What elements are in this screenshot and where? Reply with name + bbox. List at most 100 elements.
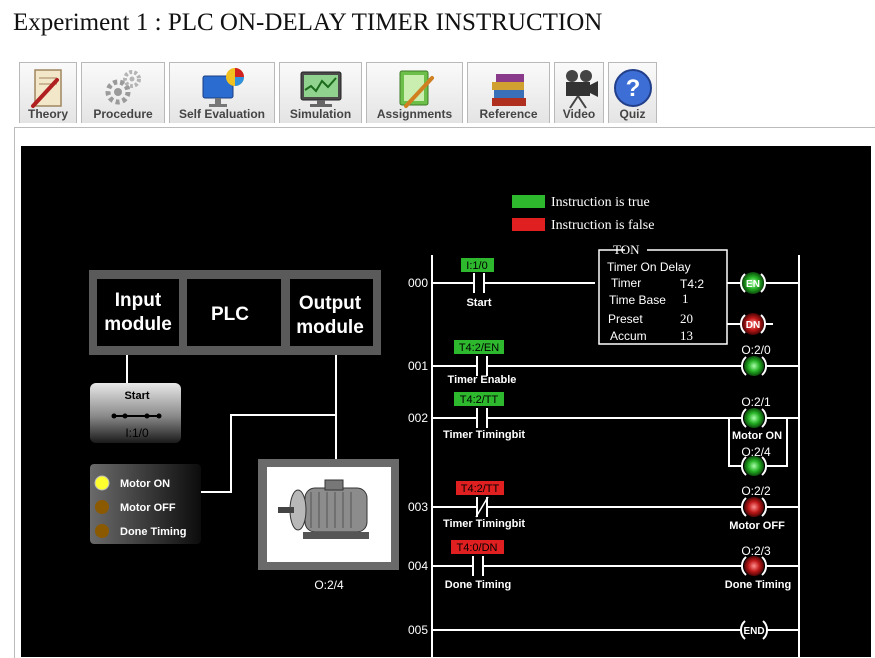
rung-number: 005 [408,623,428,637]
rung-003: 003 T4:2/TT Timer Timingbit O:2/2 Motor … [408,481,799,532]
tab-label: Reference [479,107,538,121]
start-switch-panel[interactable]: Start I:1/0 [90,383,181,443]
tab-label: Theory [27,107,68,121]
plc-label: PLC [211,304,249,325]
motor-panel [258,459,399,570]
legend-false-swatch [512,218,545,231]
ton-en-output: EN [739,272,767,294]
tab-label: Assignments [376,107,453,121]
ton-preset-value: 20 [680,311,693,326]
tab-label: Procedure [93,107,153,121]
rung-000: 000 I:1/0 Start [408,258,595,309]
en-label: EN [746,279,760,290]
rung-number: 000 [408,276,428,290]
output-coil-off [740,556,768,576]
contact-label: Start [466,297,491,309]
done-timing-lamp [95,524,109,538]
contact-tag-box [461,258,494,272]
ton-accum-value: 13 [680,328,693,343]
dn-label: DN [746,320,760,331]
rung-002: 002 T4:2/TT Timer Timingbit O:2/1 Motor … [408,392,799,476]
contact-tag: T4:2/TT [460,394,499,406]
rung-005: 005 END [408,620,799,640]
tab-quiz[interactable]: ? Quiz [608,62,657,123]
tab-reference[interactable]: Reference [467,62,550,123]
tab-label: Quiz [619,107,646,121]
notebook-pen-icon [399,70,434,108]
ton-preset-label: Preset [608,312,643,326]
indicator-label: Done Timing [120,526,186,538]
tab-simulation[interactable]: Simulation [279,62,362,123]
coil-tag: O:2/0 [741,343,771,357]
ton-timebase-value: 1 [682,291,689,306]
motor-icon [278,479,369,539]
end-label: END [743,626,764,637]
contact-tag: T4:0/DN [457,542,498,554]
contact-tag: T4:2/EN [459,342,499,354]
motor-address: O:2/4 [314,578,344,592]
monitor-chart-icon [202,68,244,107]
coil-label: Done Timing [725,579,791,591]
coil-tag: O:2/3 [741,544,771,558]
indicator-label: Motor OFF [120,502,176,514]
coil-tag: O:2/2 [741,484,771,498]
coil-tag: O:2/1 [741,395,771,409]
contact-label: Timer Timingbit [443,518,525,530]
video-camera-icon [566,70,598,109]
motor-off-lamp [95,500,109,514]
ton-timer-value: T4:2 [680,277,704,291]
rung-number: 002 [408,411,428,425]
contact-label: Done Timing [445,579,511,591]
ton-timer-label: Timer [611,276,641,290]
indicator-label: Motor ON [120,478,170,490]
svg-text:?: ? [625,75,640,102]
simulation-panel: Instruction is true Instruction is false… [21,146,871,657]
contact-tag: I:1/0 [466,260,487,272]
switch-address: I:1/0 [125,426,149,440]
branch-coil-tag: O:2/4 [741,445,771,459]
tab-assignments[interactable]: Assignments [366,62,463,123]
output-coil-on [740,408,768,428]
tab-self-evaluation[interactable]: Self Evaluation [169,62,275,123]
contact-tag-box [451,540,504,554]
coil-label: Motor ON [732,430,782,442]
contact-label: Timer Timingbit [443,429,525,441]
rung-number: 003 [408,500,428,514]
coil-label: Motor OFF [729,520,785,532]
ton-timebase-label: Time Base [609,293,666,307]
theory-icon [31,69,62,108]
rung-number: 004 [408,559,428,573]
ton-dn-output: DN [739,313,767,335]
tab-label: Self Evaluation [178,107,266,121]
rung-number: 001 [408,359,428,373]
contact-tag-box [454,392,504,406]
tab-label: Video [562,107,596,121]
ton-name: Timer On Delay [607,260,691,274]
legend-false-label: Instruction is false [551,218,654,233]
contact-tag-box [454,340,504,354]
output-coil-on [740,356,768,376]
tab-theory[interactable]: Theory [19,62,77,123]
tab-label: Simulation [289,107,352,121]
output-coil-off [740,497,768,517]
content-frame [14,127,875,658]
contact-label: Timer Enable [448,374,517,386]
rung-004: 004 T4:0/DN Done Timing O:2/3 Done Timin… [408,540,799,591]
legend-true-label: Instruction is true [551,195,650,210]
legend-true-swatch [512,195,545,208]
tab-procedure[interactable]: Procedure [81,62,165,123]
motor-on-lamp [94,475,110,491]
rung-001: 001 T4:2/EN Timer Enable O:2/0 [408,340,799,386]
question-mark-icon: ? [613,69,652,107]
branch-output-coil-on [740,456,768,476]
gears-icon [105,70,141,105]
switch-title: Start [124,390,149,402]
ton-accum-label: Accum [610,329,647,343]
tab-video[interactable]: Video [554,62,604,123]
ton-instruction-block: TON Timer On Delay Timer T4:2 Time Base … [598,242,728,345]
end-instruction: END [739,620,769,640]
contact-tag-box [456,481,504,495]
